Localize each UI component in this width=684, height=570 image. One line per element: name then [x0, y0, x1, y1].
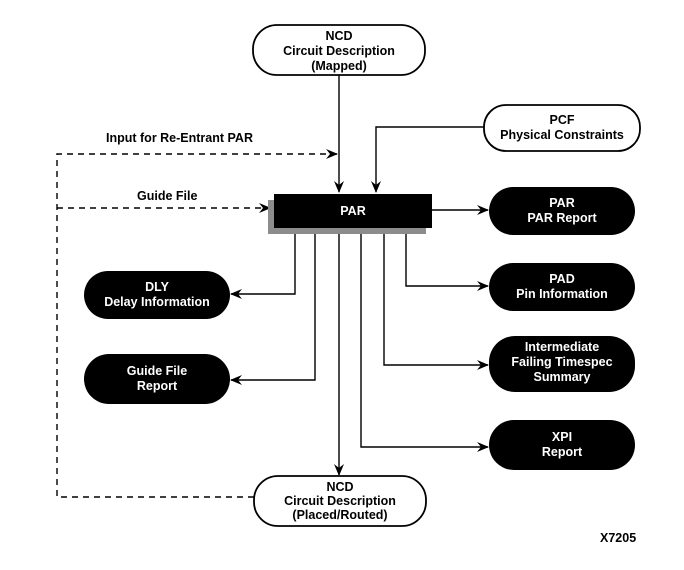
- node-subtitle: Circuit Description: [284, 494, 396, 508]
- node-pad: PAD Pin Information: [489, 263, 635, 311]
- node-title: NCD: [325, 29, 352, 43]
- node-title: NCD: [326, 480, 353, 494]
- node-title: PAD: [549, 272, 574, 286]
- node-title: Intermediate: [525, 340, 599, 354]
- node-note: (Placed/Routed): [292, 508, 387, 522]
- node-subtitle: Delay Information: [104, 295, 210, 309]
- node-note: Summary: [534, 370, 591, 384]
- node-par-report: PAR PAR Report: [489, 187, 635, 235]
- node-intermediate: Intermediate Failing Timespec Summary: [489, 336, 635, 392]
- edge-par-to-intermediate: [383, 234, 489, 370]
- node-subtitle: Report: [137, 379, 178, 393]
- node-pcf: PCF Physical Constraints: [483, 104, 641, 152]
- edge-par-to-pad: [405, 234, 489, 291]
- edge-reentrant-loop: [56, 149, 338, 498]
- node-subtitle: Physical Constraints: [500, 128, 624, 142]
- edge-par-to-guide-report: [230, 234, 316, 385]
- node-ncd-mapped: NCD Circuit Description (Mapped): [252, 24, 426, 76]
- figure-id: X7205: [600, 531, 636, 545]
- node-subtitle: PAR Report: [527, 211, 597, 225]
- node-dly: DLY Delay Information: [84, 271, 230, 319]
- node-guide-report: Guide File Report: [84, 354, 230, 404]
- node-title: PCF: [550, 113, 575, 127]
- node-title: XPI: [552, 430, 572, 444]
- node-title: DLY: [145, 280, 170, 294]
- node-note: (Mapped): [311, 59, 367, 73]
- node-subtitle: Report: [542, 445, 583, 459]
- par-process-box: PAR: [268, 194, 432, 234]
- node-title: Guide File: [127, 364, 187, 378]
- edge-pcf-to-par: [371, 126, 484, 193]
- node-xpi: XPI Report: [489, 420, 635, 470]
- label-reentrant: Input for Re-Entrant PAR: [106, 131, 253, 145]
- par-label: PAR: [340, 204, 365, 218]
- edge-par-to-xpi: [360, 234, 489, 452]
- edge-par-to-dly: [230, 234, 296, 299]
- node-subtitle: Pin Information: [516, 287, 608, 301]
- node-subtitle: Circuit Description: [283, 44, 395, 58]
- node-subtitle: Failing Timespec: [511, 355, 612, 369]
- label-guide-file: Guide File: [137, 189, 197, 203]
- node-ncd-routed: NCD Circuit Description (Placed/Routed): [253, 475, 427, 527]
- node-title: PAR: [549, 196, 574, 210]
